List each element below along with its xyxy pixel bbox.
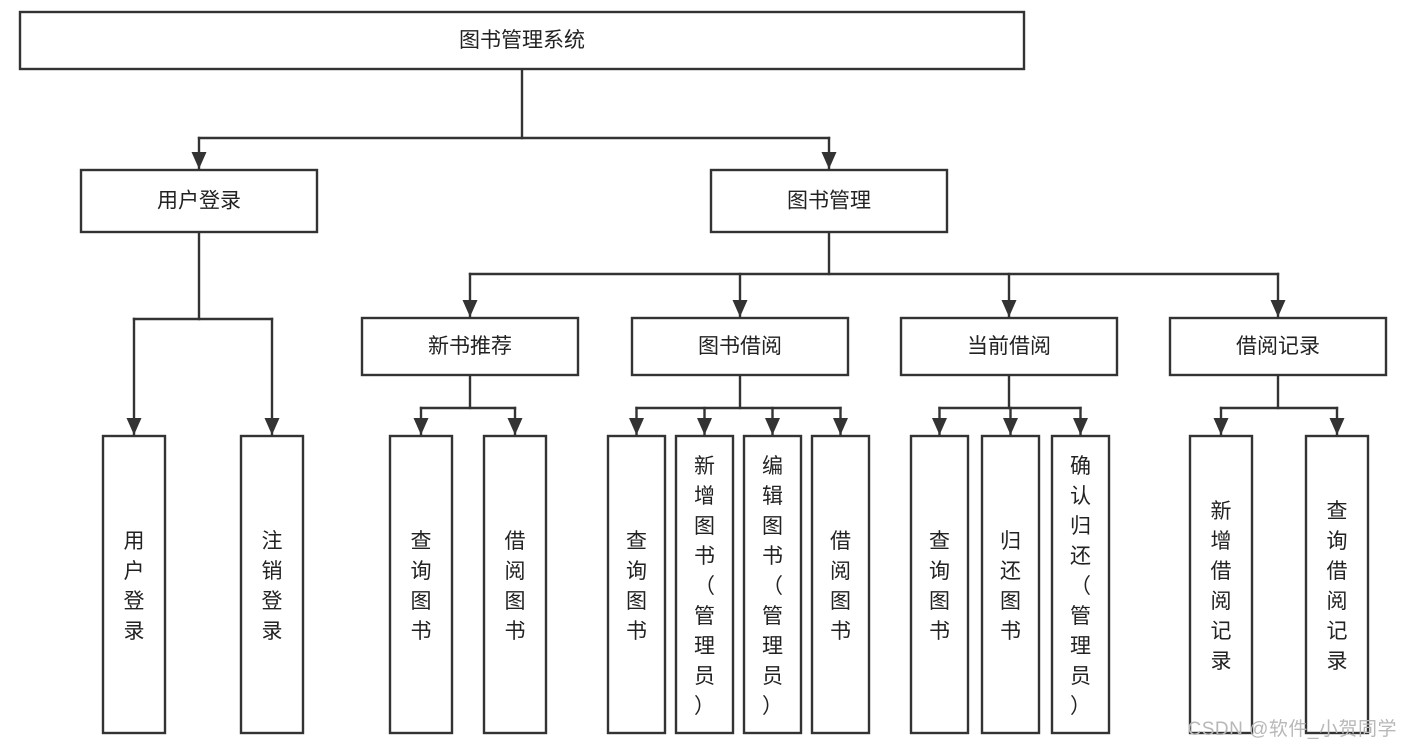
node-leaf-3-box[interactable]: [388, 434, 454, 735]
node-level3-1[interactable]: 新书推荐: [360, 316, 580, 377]
node-leaf-7-box[interactable]: [742, 434, 803, 735]
node-level3-4[interactable]: 借阅记录: [1168, 316, 1388, 377]
arrow-head-icon: [697, 418, 712, 435]
node-leaf-2-box[interactable]: [239, 434, 305, 735]
node-level3-3[interactable]: 当前借阅: [899, 316, 1119, 377]
arrow-head-icon: [1003, 418, 1018, 435]
arrow-head-icon: [462, 300, 478, 317]
arrow-head-icon: [821, 152, 837, 169]
arrow-head-icon: [264, 418, 280, 435]
node-leaf-7[interactable]: 编辑图书（管理员）: [742, 434, 803, 735]
arrow-head-icon: [732, 300, 748, 317]
node-leaf-3[interactable]: 查询图书: [388, 434, 454, 735]
node-leaf-1[interactable]: 用户登录: [101, 434, 167, 735]
node-leaf-10-label: 归还图书: [1000, 530, 1021, 643]
node-level3-2[interactable]: 图书借阅: [630, 316, 850, 377]
node-leaf-13-box[interactable]: [1304, 434, 1370, 735]
node-leaf-12-box[interactable]: [1188, 434, 1254, 735]
node-leaf-9-box[interactable]: [909, 434, 970, 735]
node-level2-1[interactable]: 用户登录: [79, 168, 319, 234]
arrow-head-icon: [126, 418, 142, 435]
node-leaf-9[interactable]: 查询图书: [909, 434, 970, 735]
node-leaf-5-box[interactable]: [606, 434, 667, 735]
arrow-head-icon: [765, 418, 780, 435]
arrow-head-icon: [1213, 418, 1229, 435]
node-leaf-13[interactable]: 查询借阅记录: [1304, 434, 1370, 735]
arrow-head-icon: [1270, 300, 1286, 317]
node-leaf-10-box[interactable]: [980, 434, 1041, 735]
node-leaf-13-label: 查询借阅记录: [1327, 500, 1348, 673]
node-leaf-1-label: 用户登录: [124, 530, 145, 643]
node-level3-3-box[interactable]: [899, 316, 1119, 377]
node-leaf-2[interactable]: 注销登录: [239, 434, 305, 735]
node-leaf-5[interactable]: 查询图书: [606, 434, 667, 735]
node-level2-2-label: 图书管理: [787, 190, 871, 213]
node-level3-3-label: 当前借阅: [967, 335, 1051, 358]
boxes-layer: 图书管理系统用户登录图书管理新书推荐图书借阅当前借阅借阅记录用户登录注销登录查询…: [18, 10, 1388, 735]
node-root-box[interactable]: [18, 10, 1026, 71]
node-leaf-4-label: 借阅图书: [505, 530, 526, 643]
node-leaf-8[interactable]: 借阅图书: [810, 434, 871, 735]
arrow-head-icon: [833, 418, 848, 435]
arrow-head-icon: [191, 152, 207, 169]
node-level3-1-label: 新书推荐: [428, 335, 512, 358]
node-leaf-9-label: 查询图书: [929, 530, 950, 643]
node-root-label: 图书管理系统: [459, 29, 585, 52]
node-leaf-6-box[interactable]: [674, 434, 735, 735]
node-leaf-6-label: 新增图书（管理员）: [694, 455, 715, 718]
node-leaf-12-label: 新增借阅记录: [1211, 500, 1232, 673]
node-level3-2-label: 图书借阅: [698, 335, 782, 358]
node-level2-2-box[interactable]: [709, 168, 949, 234]
node-leaf-7-label: 编辑图书（管理员）: [762, 455, 783, 718]
node-level2-2[interactable]: 图书管理: [709, 168, 949, 234]
node-level3-2-box[interactable]: [630, 316, 850, 377]
node-leaf-6[interactable]: 新增图书（管理员）: [674, 434, 735, 735]
arrow-head-icon: [932, 418, 947, 435]
arrow-head-icon: [413, 418, 429, 435]
node-root[interactable]: 图书管理系统: [18, 10, 1026, 71]
node-leaf-11-label: 确认归还（管理员）: [1070, 455, 1091, 718]
node-level3-4-label: 借阅记录: [1236, 335, 1320, 358]
node-level3-1-box[interactable]: [360, 316, 580, 377]
arrow-head-icon: [629, 418, 644, 435]
node-leaf-8-label: 借阅图书: [830, 530, 851, 643]
node-leaf-12[interactable]: 新增借阅记录: [1188, 434, 1254, 735]
node-leaf-10[interactable]: 归还图书: [980, 434, 1041, 735]
node-leaf-5-label: 查询图书: [626, 530, 647, 643]
node-leaf-4-box[interactable]: [482, 434, 548, 735]
node-leaf-11-box[interactable]: [1050, 434, 1111, 735]
arrow-head-icon: [1329, 418, 1345, 435]
arrow-head-icon: [1073, 418, 1088, 435]
node-level2-1-label: 用户登录: [157, 190, 241, 213]
node-leaf-8-box[interactable]: [810, 434, 871, 735]
connectors-layer: [126, 67, 1345, 437]
node-leaf-3-label: 查询图书: [411, 530, 432, 643]
arrow-head-icon: [507, 418, 523, 435]
node-level2-1-box[interactable]: [79, 168, 319, 234]
node-leaf-1-box[interactable]: [101, 434, 167, 735]
node-leaf-2-label: 注销登录: [262, 530, 283, 643]
node-leaf-4[interactable]: 借阅图书: [482, 434, 548, 735]
arrow-head-icon: [1001, 300, 1017, 317]
node-level3-4-box[interactable]: [1168, 316, 1388, 377]
node-leaf-11[interactable]: 确认归还（管理员）: [1050, 434, 1111, 735]
